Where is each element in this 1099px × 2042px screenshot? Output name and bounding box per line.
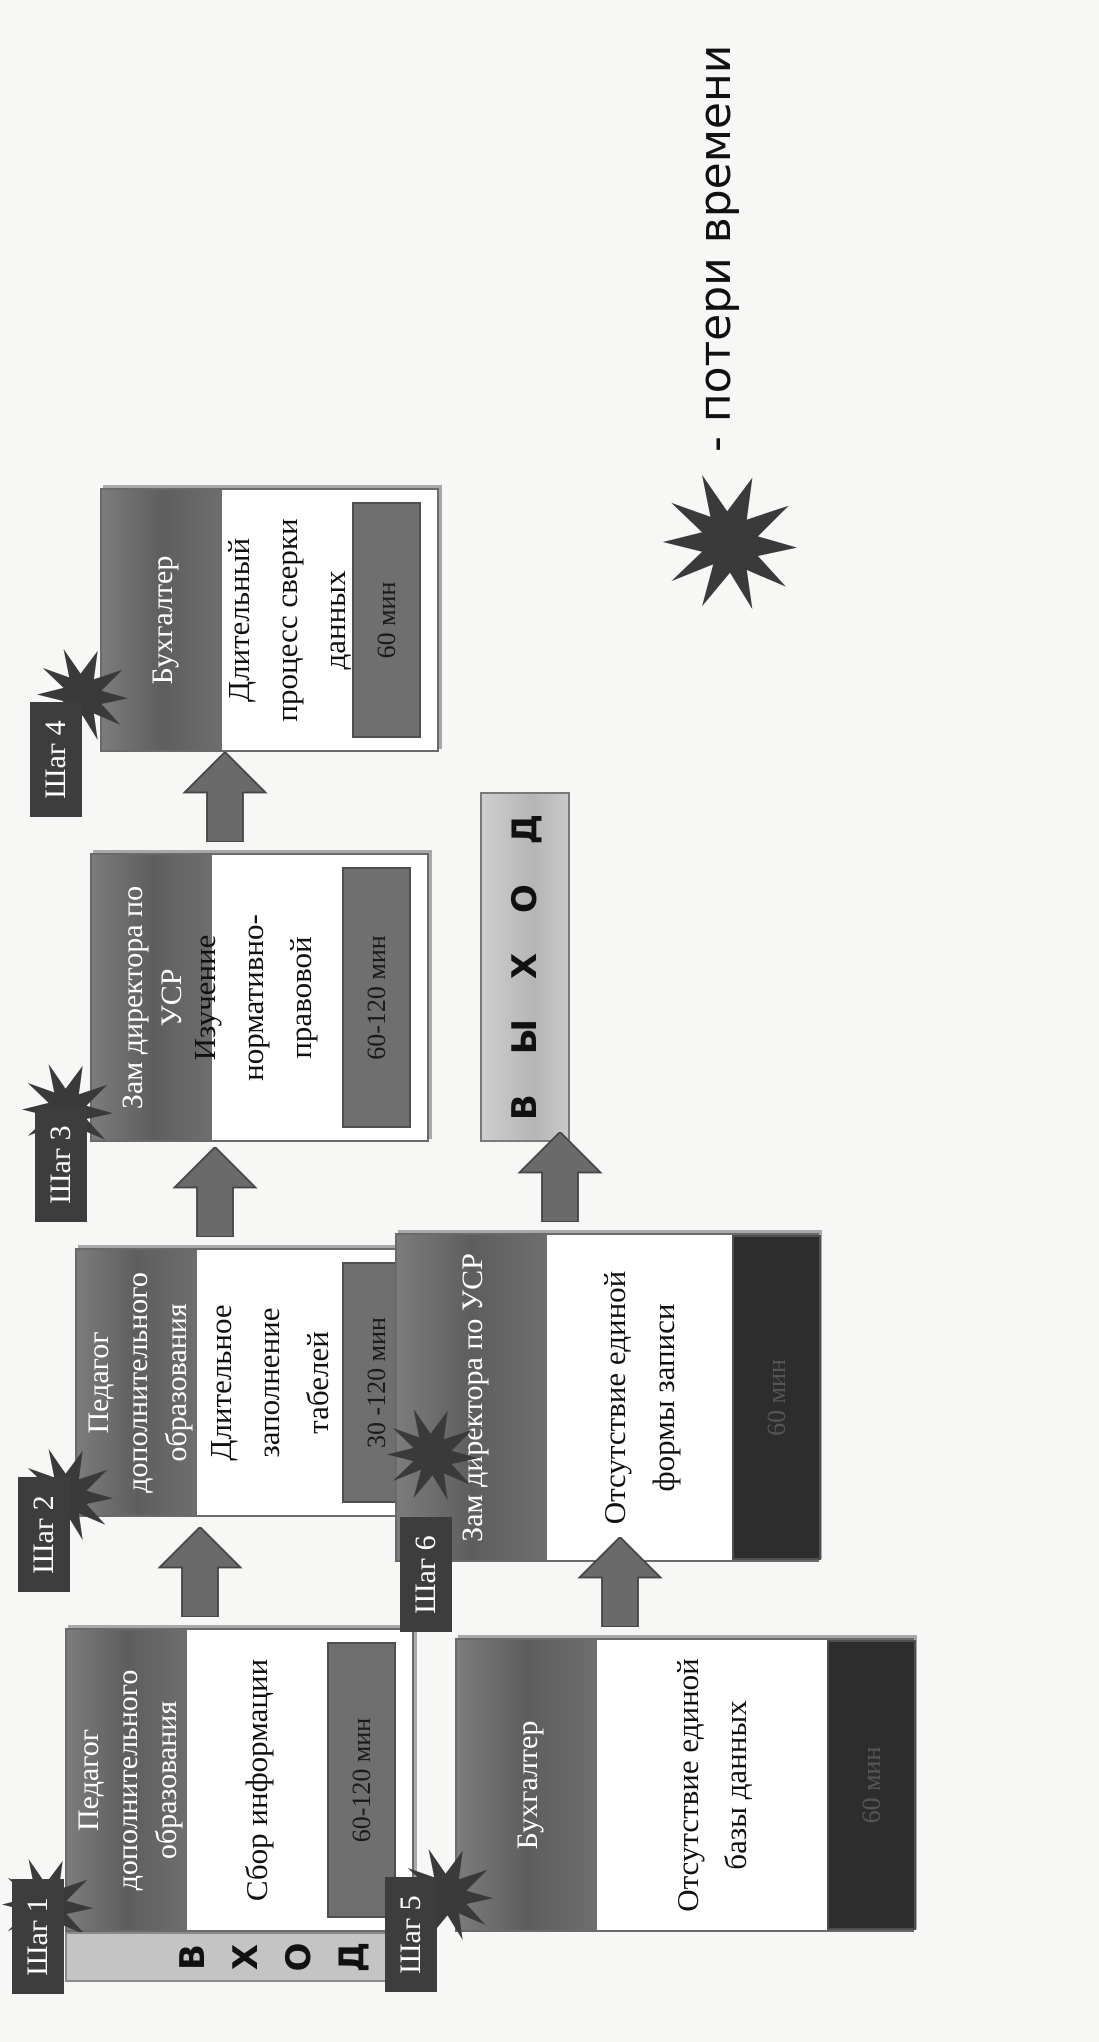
flow-arrow-shape (182, 752, 268, 842)
burst-icon (401, 1848, 494, 1941)
step-description: Отсутствие единой формы записи (597, 1270, 681, 1525)
burst-icon-shape (386, 1408, 479, 1501)
step-label: Шаг 5 (385, 1877, 437, 1992)
flow-arrow (157, 1527, 243, 1617)
exit-letter: О (505, 884, 545, 914)
entry-letter: Д (331, 1941, 372, 1973)
step-card: Зам директора по УСР Отсутствие единой фо… (395, 1233, 821, 1562)
burst-icon (36, 648, 129, 741)
exit-box: В Ы Х О Д (480, 792, 570, 1142)
flow-arrow (577, 1537, 663, 1627)
flow-arrow-shape (157, 1527, 243, 1617)
step-label: Шаг 1 (12, 1879, 64, 1994)
flow-arrow-shape (517, 1132, 603, 1222)
exit-letter: В (505, 1094, 545, 1121)
time-bar: 60 мин (732, 1235, 821, 1560)
entry-letter: В (173, 1944, 214, 1970)
burst-icon (386, 1408, 479, 1501)
exit-letter: Х (505, 952, 545, 980)
legend-text: - потери времени (690, 44, 741, 452)
burst-icon-shape (401, 1848, 494, 1941)
exit-letter: Д (505, 814, 545, 845)
entry-letter: О (278, 1942, 319, 1972)
step-label: Шаг 2 (18, 1477, 70, 1592)
role-header: Зам директора по УСР (397, 1235, 547, 1560)
burst-icon-shape (662, 474, 798, 610)
burst-icon (662, 474, 798, 610)
flow-arrow (172, 1147, 258, 1237)
burst-icon-shape (36, 648, 129, 741)
flow-arrow-shape (577, 1537, 663, 1627)
flow-arrow (517, 1132, 603, 1222)
entry-letter: Х (226, 1943, 267, 1971)
exit-letter: Ы (505, 1019, 545, 1055)
step-label: Шаг 3 (35, 1107, 87, 1222)
step-label: Шаг 4 (30, 702, 82, 817)
flow-arrow (182, 752, 268, 842)
step-label: Шаг 6 (400, 1517, 452, 1632)
flow-arrow-shape (172, 1147, 258, 1237)
